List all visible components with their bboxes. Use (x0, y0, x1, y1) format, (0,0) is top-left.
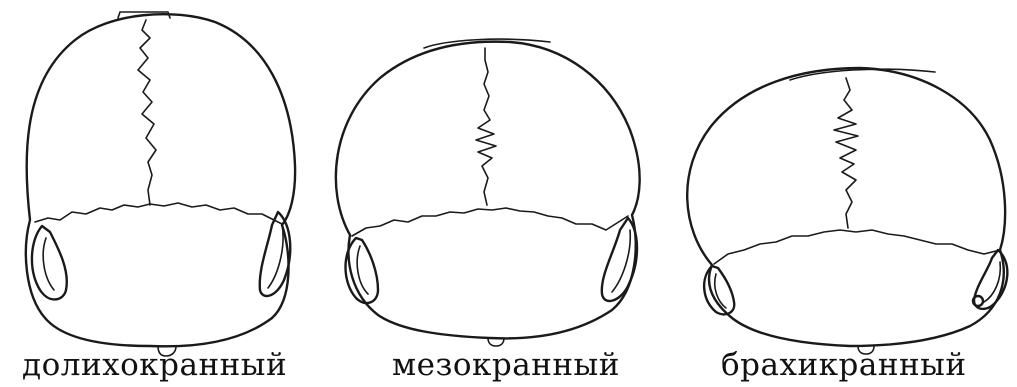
skull-mesocranial (336, 39, 640, 346)
skull-label-dolichocranial: долихокранный (22, 347, 287, 383)
sagittal-suture (476, 48, 496, 205)
skull-outline (26, 14, 295, 346)
skull-label-mesocranial: мезокранный (392, 347, 620, 383)
skull-dolichocranial (26, 12, 295, 356)
lambdoid-suture (352, 208, 628, 236)
skull-label-brachycranial: брахикранный (721, 347, 967, 383)
sagittal-suture (138, 20, 156, 205)
skull-brachycranial (687, 68, 1007, 354)
skull-outline (336, 42, 640, 339)
lambdoid-suture (714, 230, 1000, 264)
sagittal-suture (834, 78, 858, 228)
lambdoid-suture (35, 203, 282, 224)
